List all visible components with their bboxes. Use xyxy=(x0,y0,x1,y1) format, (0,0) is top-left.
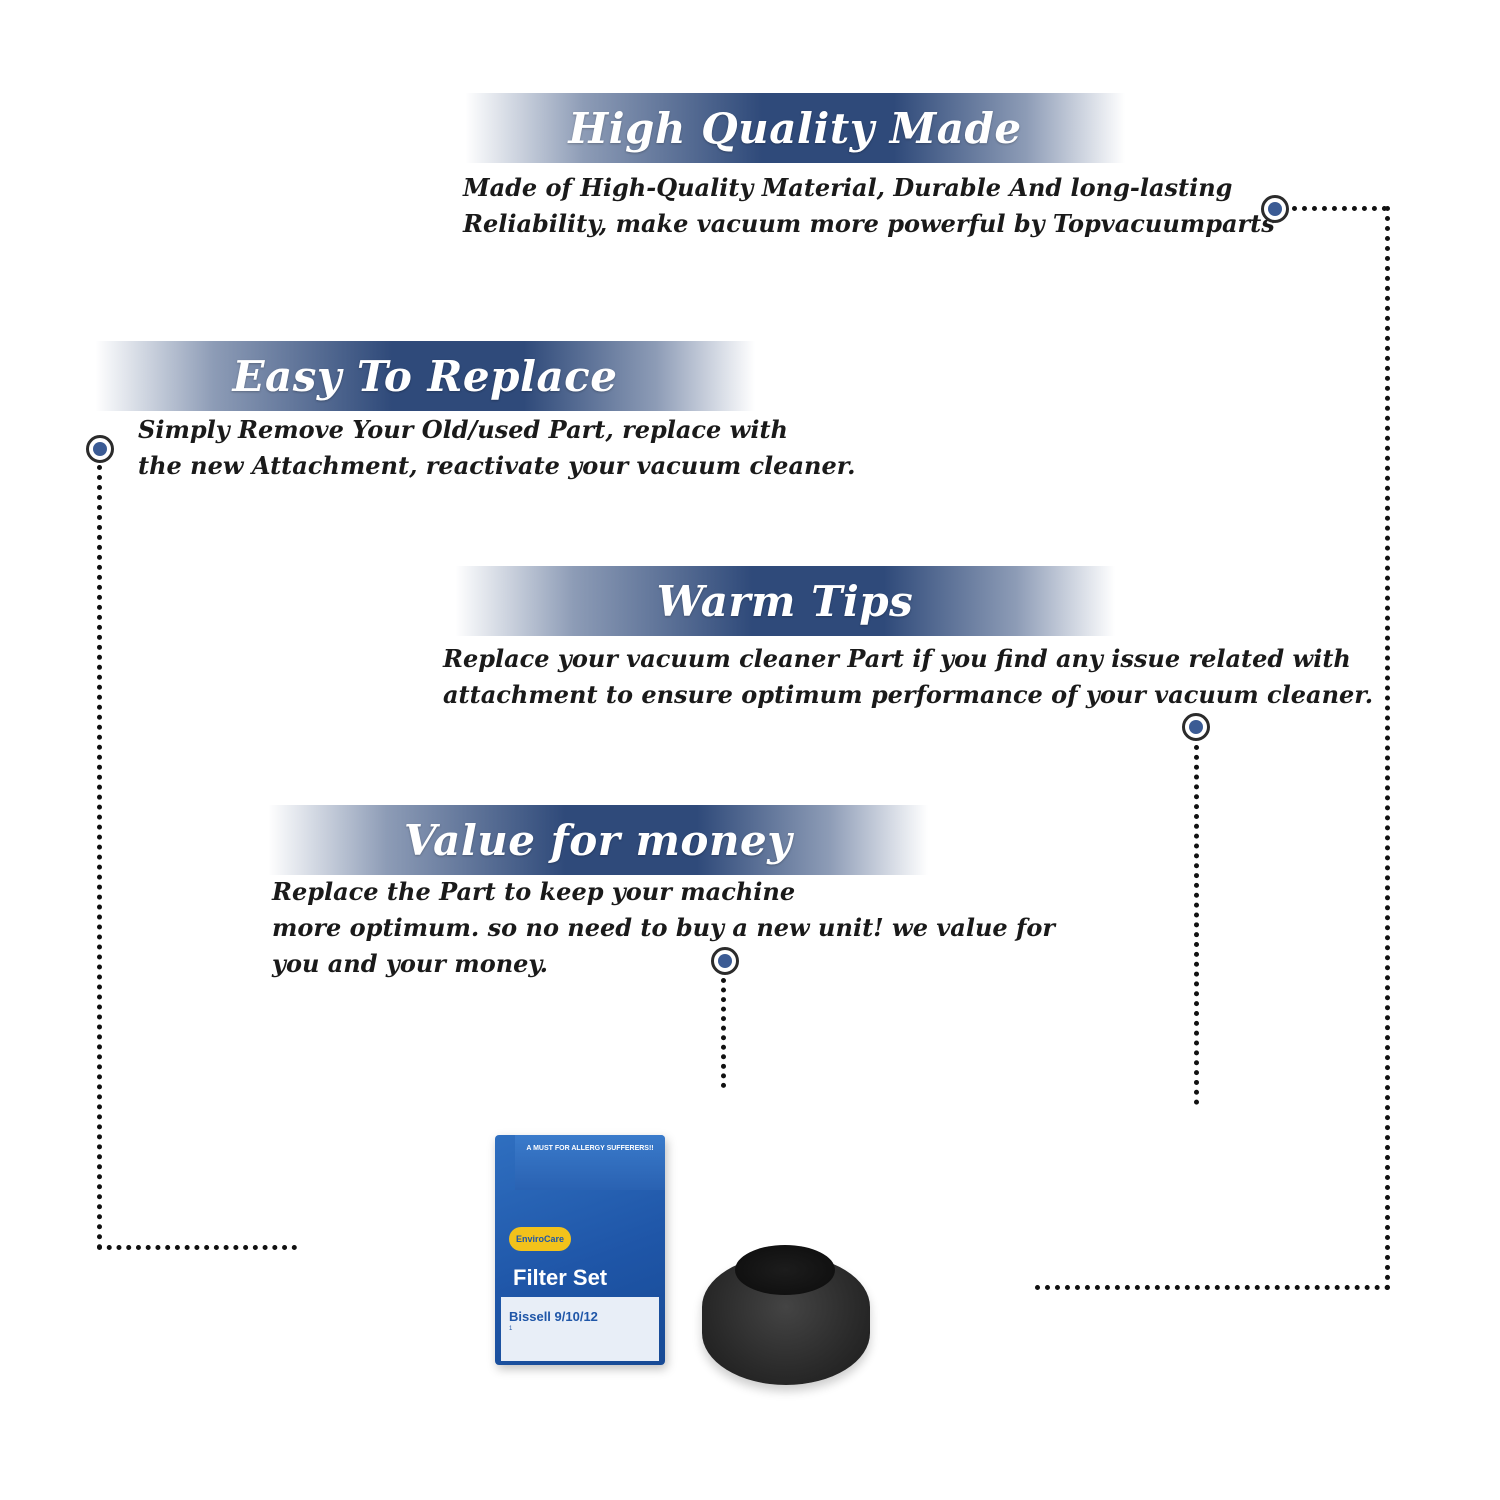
desc-line: the new Attachment, reactivate your vacu… xyxy=(138,451,856,480)
desc-line: Reliability, make vacuum more powerful b… xyxy=(463,209,1275,238)
desc-line: Replace your vacuum cleaner Part if you … xyxy=(443,644,1351,673)
dotted-connector xyxy=(1035,1285,1390,1295)
section-description: Simply Remove Your Old/used Part, replac… xyxy=(138,412,856,484)
dotted-connector xyxy=(97,1245,297,1255)
section-title: Warm Tips xyxy=(656,576,914,626)
desc-line: more optimum. so no need to buy a new un… xyxy=(272,913,1055,942)
box-count: 1 xyxy=(509,1326,513,1332)
section-description: Made of High-Quality Material, Durable A… xyxy=(463,170,1275,242)
desc-line: you and your money. xyxy=(272,949,548,978)
desc-line: attachment to ensure optimum performance… xyxy=(443,680,1374,709)
banner-warm-tips: Warm Tips xyxy=(455,566,1115,636)
filter-cap-image xyxy=(735,1245,835,1295)
dotted-connector xyxy=(1292,206,1387,216)
box-model: Bissell 9/10/12 xyxy=(509,1309,598,1324)
section-description: Replace the Part to keep your machine mo… xyxy=(272,874,1055,982)
marker-dot-icon xyxy=(86,435,114,463)
filter-set-box: A MUST FOR ALLERGY SUFFERERS!! EnviroCar… xyxy=(495,1135,665,1365)
dotted-connector xyxy=(97,465,107,1250)
dotted-connector xyxy=(721,978,731,1088)
brand-logo: EnviroCare xyxy=(509,1227,571,1251)
marker-dot-icon xyxy=(711,947,739,975)
box-title: Filter Set xyxy=(513,1265,608,1290)
section-title: High Quality Made xyxy=(568,103,1022,153)
marker-dot-icon xyxy=(1261,195,1289,223)
section-title: Value for money xyxy=(403,815,793,865)
desc-line: Replace the Part to keep your machine xyxy=(272,877,796,906)
section-description: Replace your vacuum cleaner Part if you … xyxy=(443,641,1373,713)
marker-dot-icon xyxy=(1182,713,1210,741)
banner-easy-replace: Easy To Replace xyxy=(95,341,755,411)
box-info-panel: Bissell 9/10/12 1 xyxy=(501,1297,659,1361)
banner-value-money: Value for money xyxy=(268,805,928,875)
desc-line: Made of High-Quality Material, Durable A… xyxy=(463,173,1233,202)
banner-high-quality: High Quality Made xyxy=(465,93,1125,163)
desc-line: Simply Remove Your Old/used Part, replac… xyxy=(138,415,788,444)
dotted-connector xyxy=(1385,206,1395,1291)
box-tab: A MUST FOR ALLERGY SUFFERERS!! xyxy=(515,1135,665,1190)
section-title: Easy To Replace xyxy=(232,351,618,401)
dotted-connector xyxy=(1194,745,1204,1105)
